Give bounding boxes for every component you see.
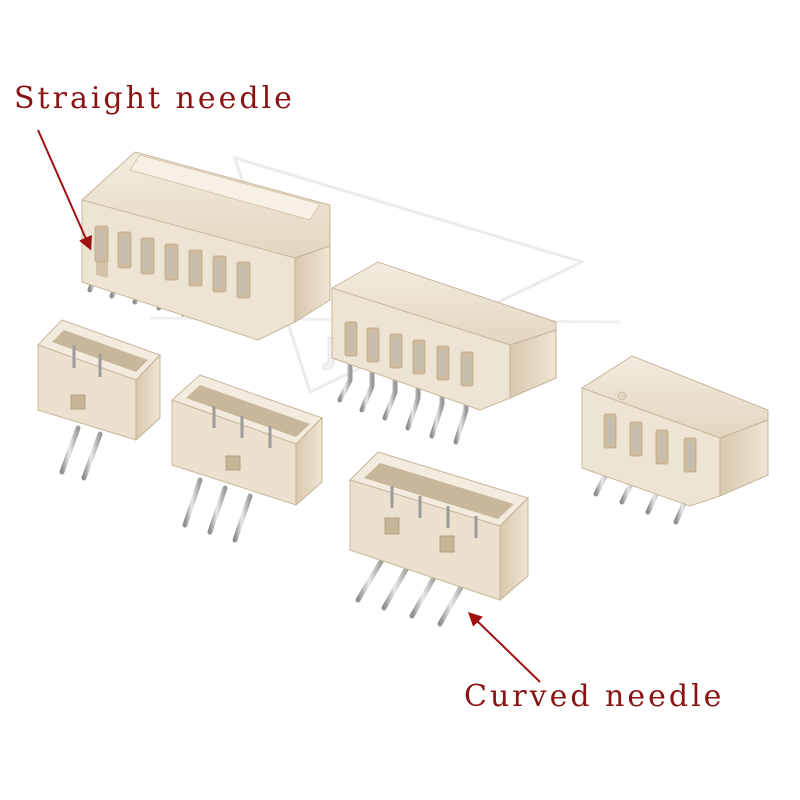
connector-3pin-straight [171, 374, 323, 543]
connector-7pin-right-angle [81, 151, 331, 341]
curved-needle-label: Curved needle [464, 679, 725, 714]
connector-6pin-right-angle [330, 261, 557, 445]
connector-2pin-straight [37, 319, 161, 481]
connector-4pin-straight [349, 451, 529, 627]
connector-4pin-right-angle [581, 355, 769, 525]
straight-needle-label: Straight needle [14, 81, 295, 116]
straight-needle-arrow [37, 129, 92, 251]
curved-needle-arrow [467, 612, 541, 683]
